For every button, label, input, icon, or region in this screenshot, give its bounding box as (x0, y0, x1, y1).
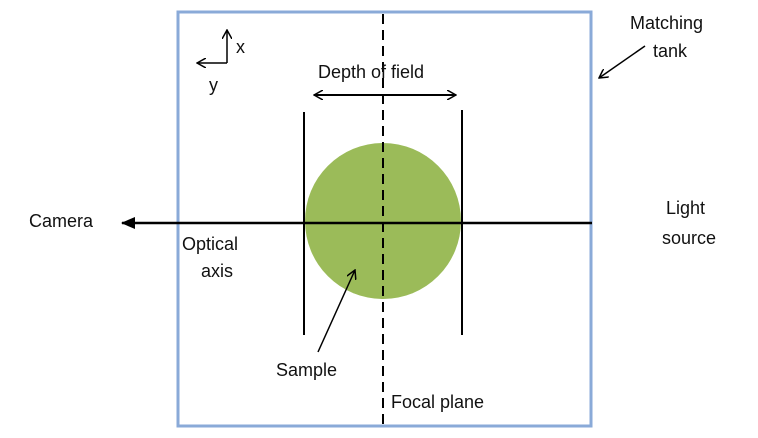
optical-axis-label-line2: axis (201, 261, 233, 281)
axis-label-y: y (209, 75, 218, 95)
focal-plane-label: Focal plane (391, 392, 484, 412)
light-source-label-line2: source (662, 228, 716, 248)
sample-pointer-arrow (317, 270, 355, 353)
matching-tank-label-line2: tank (653, 41, 688, 61)
matching-tank-border (176, 10, 593, 428)
depth-of-field-label: Depth of field (318, 62, 424, 82)
matching-tank-label-line1: Matching (630, 13, 703, 33)
optical-axis-label-line1: Optical (182, 234, 238, 254)
sample-label: Sample (276, 360, 337, 380)
camera-label: Camera (29, 211, 94, 231)
sample-circle (305, 143, 461, 299)
light-source-label-line1: Light (666, 198, 705, 218)
axis-label-x: x (236, 37, 245, 57)
matching-tank-pointer-arrow (599, 45, 646, 78)
